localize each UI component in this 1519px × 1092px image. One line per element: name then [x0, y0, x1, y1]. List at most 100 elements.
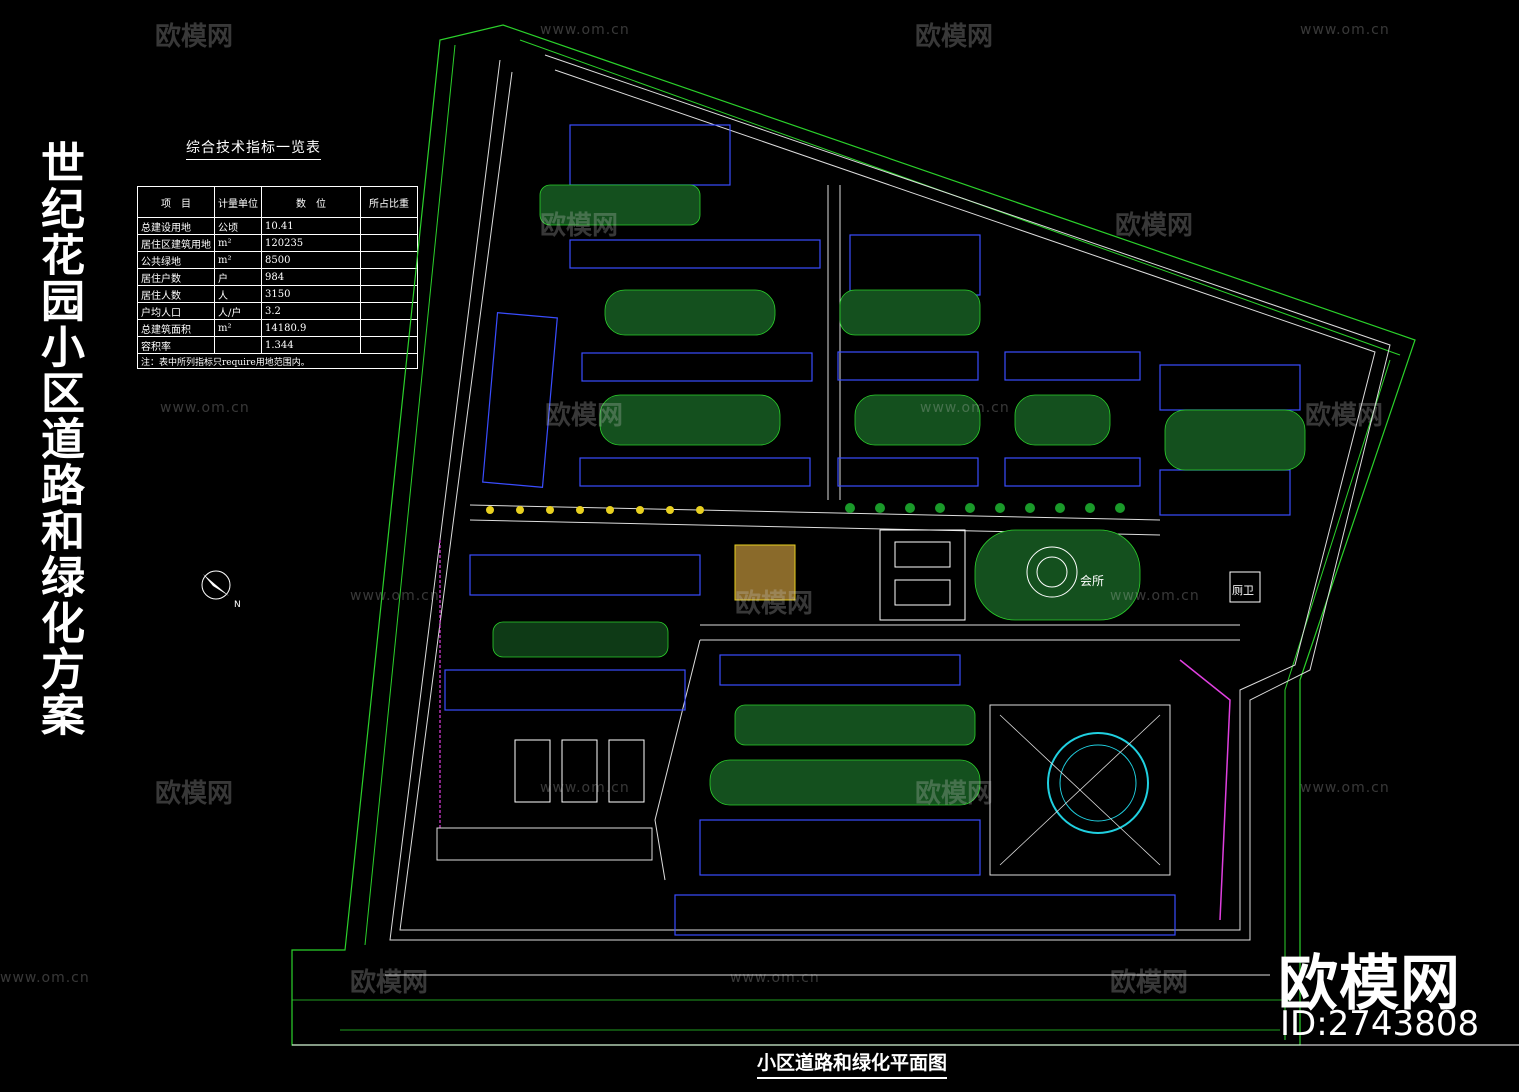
- tree-row-green: [845, 503, 1125, 513]
- road-edge-east: [1284, 359, 1391, 1040]
- watermark-url: www.om.cn: [1300, 780, 1390, 796]
- green-space: [604, 289, 776, 336]
- green-space-group: [492, 184, 1306, 806]
- watermark-url: www.om.cn: [920, 400, 1010, 416]
- building: [444, 669, 686, 711]
- basketball-court: [561, 739, 598, 803]
- green-space: [492, 621, 669, 658]
- watermark-logo: 欧模网: [1115, 211, 1194, 241]
- asset-id: ID:2743808: [1280, 1004, 1480, 1044]
- tennis-court-net: [894, 579, 951, 606]
- tree: [636, 506, 644, 514]
- table-note: 注：表中所列指标只require用地范围内。: [137, 353, 418, 369]
- table-row: 公共绿地 m² 8500: [137, 251, 418, 269]
- tree: [875, 503, 885, 513]
- compass-circle: [201, 570, 231, 600]
- green-space: [1164, 409, 1306, 471]
- building: [674, 894, 1176, 936]
- tree: [516, 506, 524, 514]
- building: [1159, 469, 1291, 516]
- watermark-url: www.om.cn: [0, 970, 90, 986]
- header-unit: 计量单位: [214, 186, 262, 218]
- tree: [576, 506, 584, 514]
- tree: [486, 506, 494, 514]
- central-plaza: [989, 704, 1171, 876]
- basketball-court: [608, 739, 645, 803]
- watermark-logo: 欧模网: [1110, 968, 1189, 998]
- tech-indicator-table: 项 目 计量单位 数 位 所占比重 总建设用地 公顷 10.41 居住区建筑用地…: [137, 186, 418, 369]
- tree: [1025, 503, 1035, 513]
- tree: [1115, 503, 1125, 513]
- vertical-title: 世纪花园小区道路和绿化方案: [33, 140, 84, 738]
- watermark-logo: 欧模网: [735, 589, 814, 619]
- watermark-logo: 欧模网: [155, 779, 234, 809]
- building-group: [444, 124, 1301, 936]
- tree: [1085, 503, 1095, 513]
- clubhouse-label: 会所: [1080, 574, 1104, 588]
- clubhouse-circle-inner: [1036, 556, 1068, 588]
- building: [849, 234, 981, 296]
- drawing-title: 小区道路和绿化平面图: [757, 1048, 948, 1079]
- header-item: 项 目: [137, 186, 215, 218]
- building: [581, 352, 813, 382]
- building: [837, 457, 979, 487]
- table-note-row: 注：表中所列指标只require用地范围内。: [137, 353, 418, 369]
- watermark-logo: 欧模网: [915, 22, 994, 52]
- plaza-circle-outer: [1047, 732, 1149, 834]
- compass-arrow-icon: [203, 574, 229, 596]
- tree: [606, 506, 614, 514]
- road-outer-ring-inner: [399, 69, 1376, 931]
- building: [569, 239, 821, 269]
- parking: [436, 827, 653, 861]
- green-space: [734, 704, 976, 746]
- building: [1159, 364, 1301, 411]
- watermark-url: www.om.cn: [1110, 588, 1200, 604]
- watermark-logo: 欧模网: [545, 401, 624, 431]
- tree: [965, 503, 975, 513]
- road-edge-west: [364, 44, 456, 946]
- tree: [995, 503, 1005, 513]
- tree: [845, 503, 855, 513]
- table-row: 居住人数 人 3150: [137, 285, 418, 303]
- clubhouse-circle: [1026, 546, 1078, 598]
- table-header-row: 项 目 计量单位 数 位 所占比重: [137, 186, 418, 218]
- watermark-url: www.om.cn: [540, 22, 630, 38]
- green-space: [839, 289, 981, 336]
- tennis-court: [879, 529, 966, 621]
- watermark-logo: 欧模网: [540, 211, 619, 241]
- compass: [201, 570, 231, 600]
- building: [837, 351, 979, 381]
- building: [579, 457, 811, 487]
- watermark-url: www.om.cn: [160, 400, 250, 416]
- building: [1004, 457, 1141, 487]
- building: [699, 819, 981, 876]
- tree: [696, 506, 704, 514]
- brand-logo: 欧模网: [1278, 949, 1461, 1019]
- toilet-building: [1229, 571, 1261, 603]
- building: [569, 124, 731, 186]
- toilet-label: 厕卫: [1232, 584, 1254, 597]
- tree: [1055, 503, 1065, 513]
- watermark-logo: 欧模网: [1305, 401, 1384, 431]
- tree: [666, 506, 674, 514]
- table-title: 综合技术指标一览表: [186, 137, 321, 160]
- green-space: [974, 529, 1141, 621]
- plaza-boundary: [989, 704, 1171, 876]
- building: [482, 312, 558, 488]
- basketball-courts: [514, 739, 645, 803]
- compass-n-label: N: [234, 600, 241, 610]
- green-space: [709, 759, 981, 806]
- tree-row: [486, 506, 704, 514]
- basketball-court: [514, 739, 551, 803]
- road-east-west-1: [469, 504, 1161, 521]
- green-space: [854, 394, 981, 446]
- plaza-axis: [999, 714, 1161, 866]
- building: [469, 554, 701, 596]
- plaza-circle-inner: [1059, 744, 1137, 822]
- watermark-url: www.om.cn: [350, 588, 440, 604]
- table-row: 总建筑面积 m² 14180.9: [137, 319, 418, 337]
- site-boundary: [291, 24, 1416, 1046]
- green-space: [1014, 394, 1111, 446]
- table-row: 总建设用地 公顷 10.41: [137, 217, 418, 235]
- magenta-boundary: [1179, 659, 1231, 921]
